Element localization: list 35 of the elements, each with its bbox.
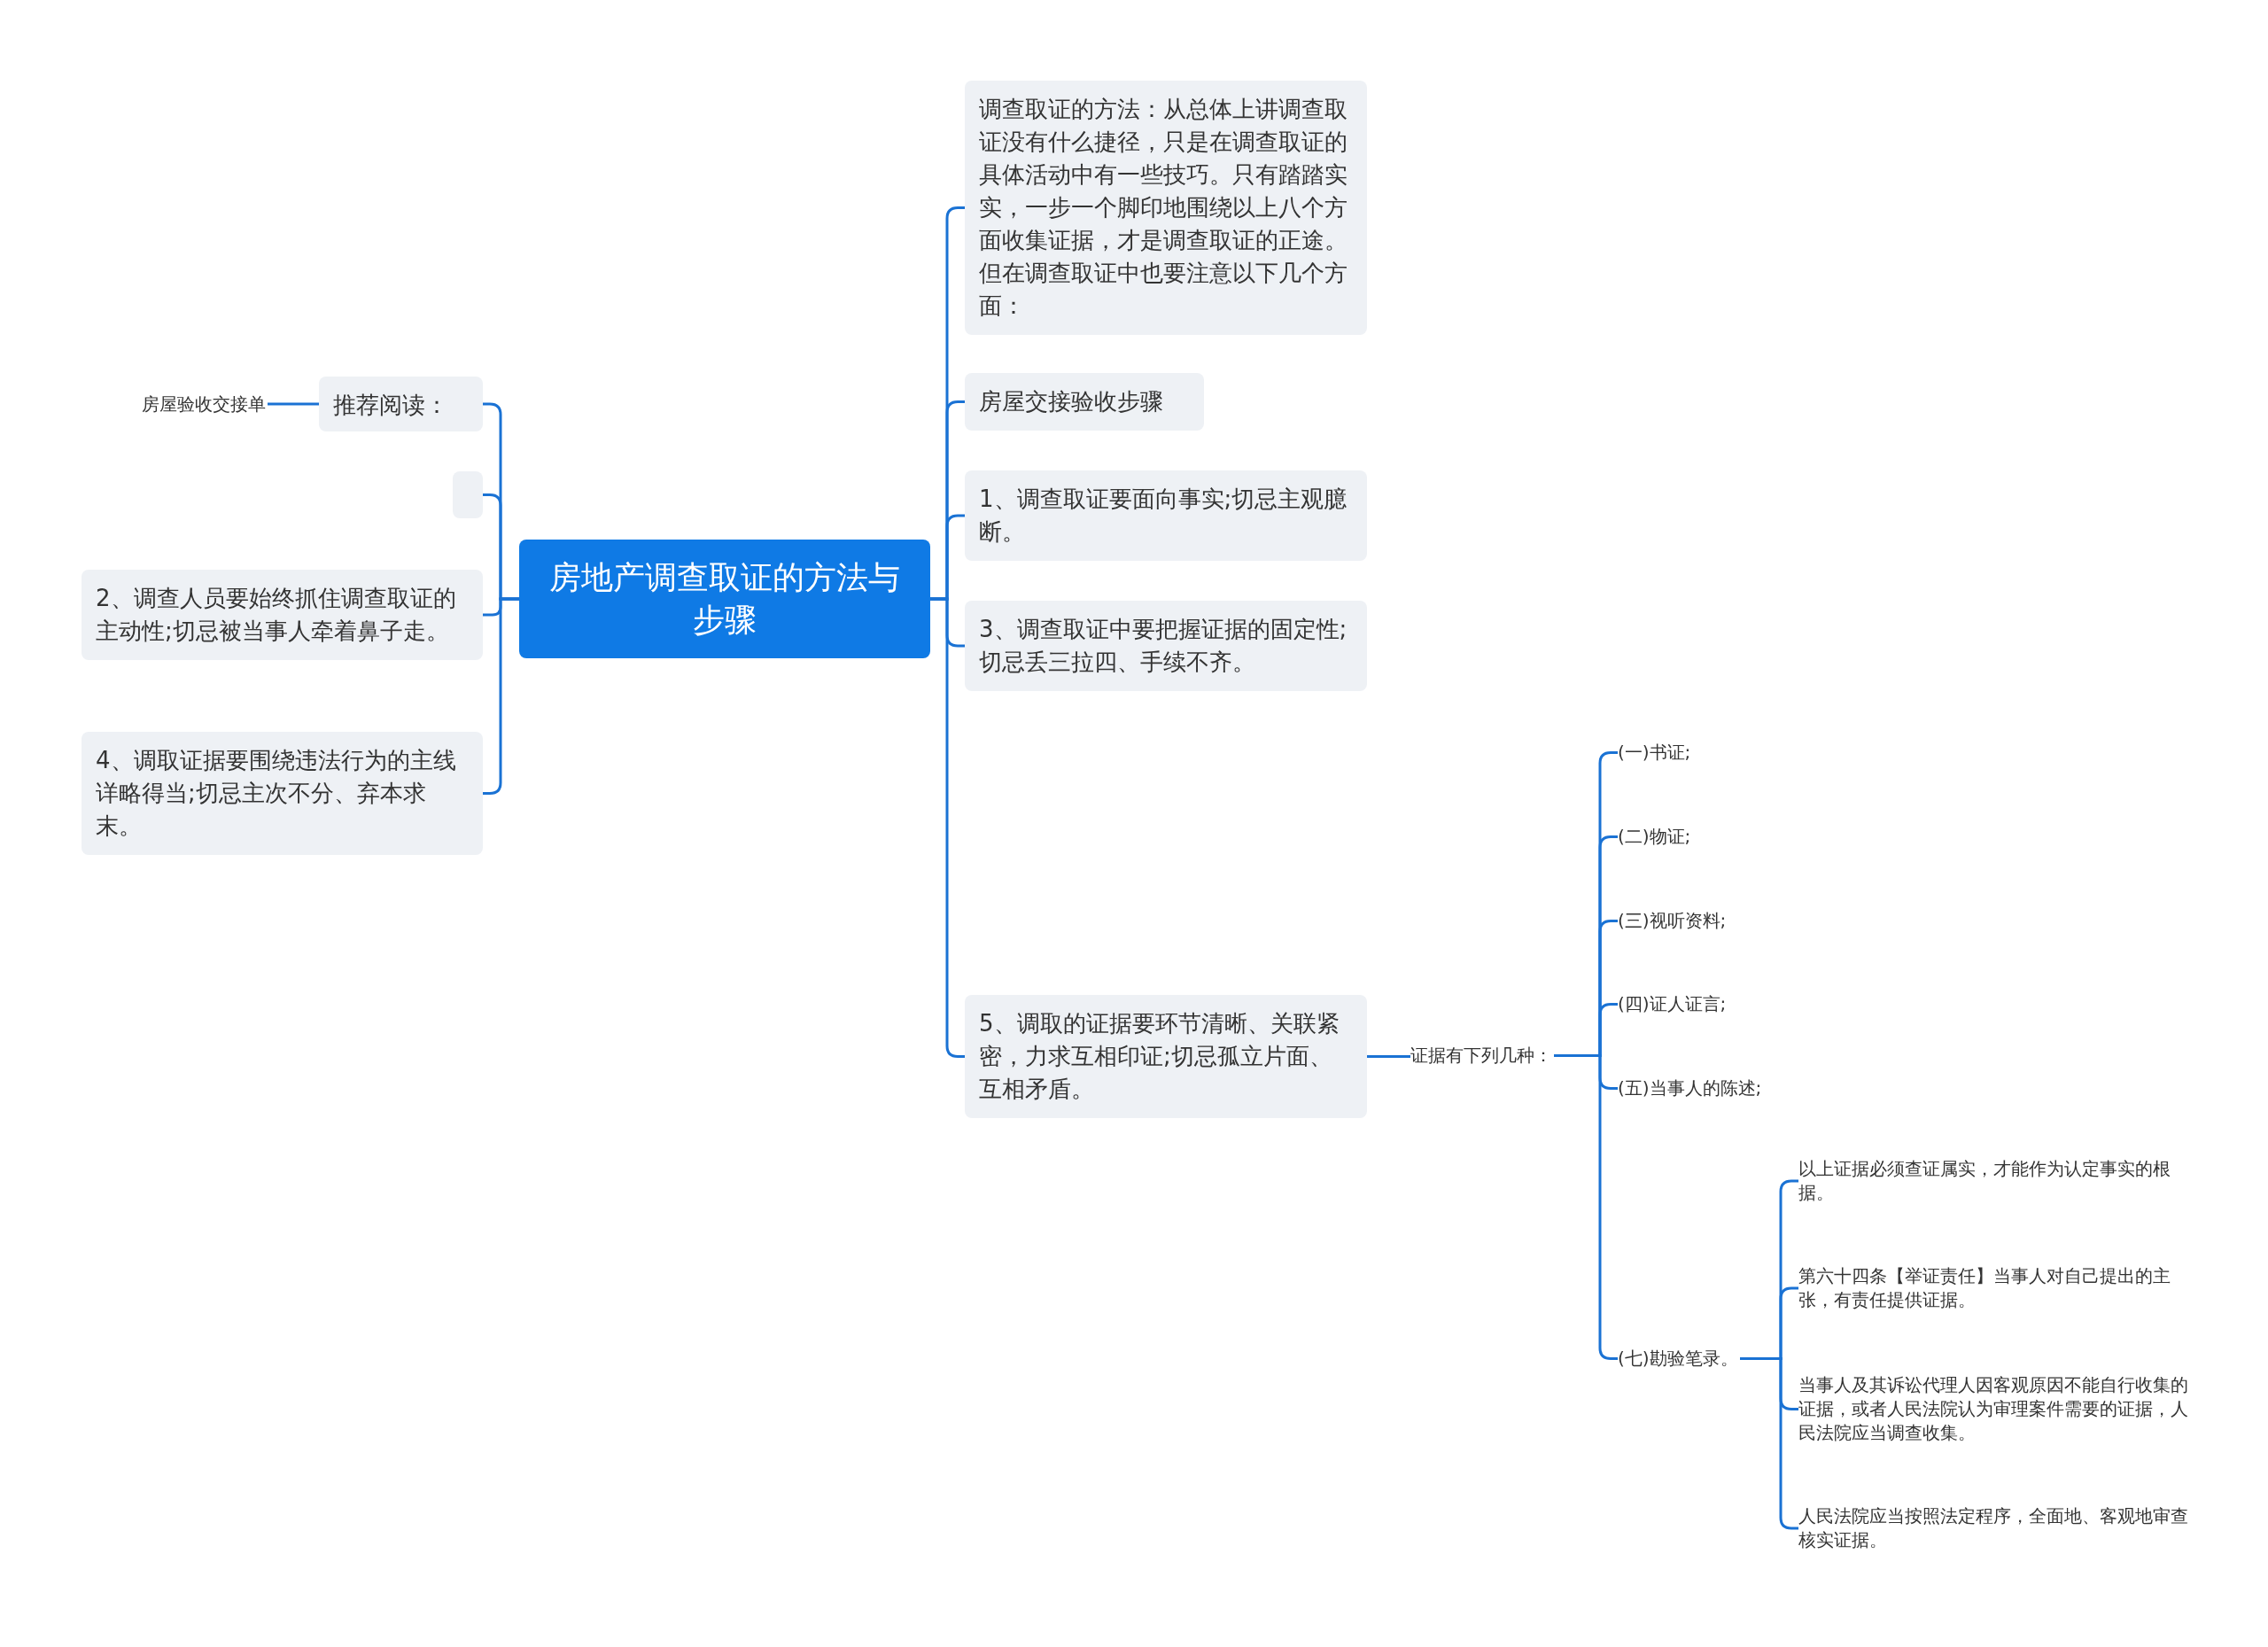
topic-text: (七)勘验笔录。 <box>1618 1347 1738 1371</box>
topic-box <box>965 995 1367 1118</box>
connector-line <box>930 597 965 1058</box>
topic-box <box>82 732 483 855</box>
topic-box <box>965 81 1367 335</box>
connector-line <box>483 597 519 795</box>
topic-text: 房屋验收交接单 <box>142 392 266 416</box>
topic-label: 1、调查取证要面向事实;切忌主观臆断。 <box>979 485 1348 547</box>
topic-label: 4、调取证据要围绕违法行为的主线详略得当;切忌主次不分、弃本求末。 <box>96 746 457 841</box>
topic-text: 人民法院应当按照法定程序，全面地、客观地审查核实证据。 <box>1798 1504 2189 1552</box>
topic-box <box>319 377 483 431</box>
connector-line <box>268 402 319 406</box>
topic-text: (三)视听资料; <box>1618 909 1727 933</box>
topic-label: 2、调查人员要始终抓住调查取证的主动性;切忌被当事人牵着鼻子走。 <box>96 584 457 646</box>
topic-text: 以上证据必须查证属实，才能作为认定事实的根据。 <box>1798 1157 2171 1205</box>
topic-text: 证据有下列几种： <box>1410 1044 1552 1068</box>
topic-box <box>965 470 1367 561</box>
topic-box <box>965 601 1367 691</box>
topic-text: 当事人及其诉讼代理人因客观原因不能自行收集的证据，或者人民法院认为审理案件需要的证据，人民法院应当调查收集。 <box>1798 1373 2189 1445</box>
topic-label: 房屋交接验收步骤 <box>979 387 1164 416</box>
topic-label: 3、调查取证中要把握证据的固定性;切忌丢三拉四、手续不齐。 <box>979 615 1348 677</box>
topic-label: 推荐阅读： <box>333 391 449 420</box>
topic-text: (二)物证; <box>1618 825 1691 849</box>
topic-text: 第六十四条【举证责任】当事人对自己提出的主张，有责任提供证据。 <box>1798 1264 2171 1312</box>
empty-topic-box <box>453 471 483 518</box>
topic-label: 5、调取的证据要环节清晰、关联紧密，力求互相印证;切忌孤立片面、互相矛盾。 <box>979 1009 1340 1104</box>
topic-box <box>82 570 483 660</box>
topic-label: 房地产调查取证的方法与步骤 <box>548 558 901 640</box>
central-topic-box <box>519 540 930 658</box>
topic-box <box>965 373 1204 431</box>
topic-text: (一)书证; <box>1618 741 1691 765</box>
topic-text: (五)当事人的陈述; <box>1618 1076 1762 1100</box>
topic-text: (四)证人证言; <box>1618 992 1727 1016</box>
connector-line <box>1367 1055 1410 1058</box>
topic-label: 调查取证的方法：从总体上讲调查取证没有什么捷径，只是在调查取证的具体活动中有一些技巧。只有踏踏实实，一步一个脚印地围绕以上八个方面收集证据，才是调查取证的正途。但在调查取证中也要注意以下几个方面： <box>979 95 1348 321</box>
